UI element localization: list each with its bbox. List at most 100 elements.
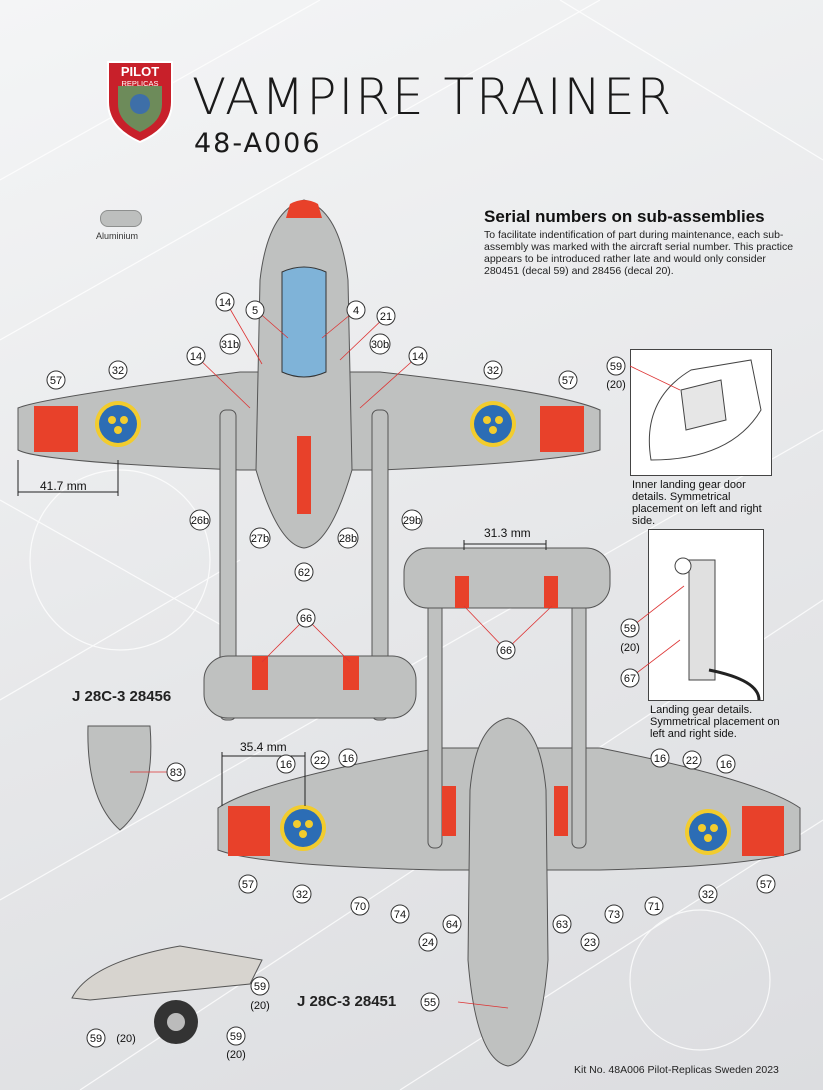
svg-text:32: 32 (487, 365, 499, 377)
callout-badge-32-top-left: 32 (108, 360, 128, 380)
logo-text-pilot: PILOT (121, 64, 159, 79)
svg-text:16: 16 (654, 753, 666, 765)
svg-text:16: 16 (342, 753, 354, 765)
callout-badge-21: 21 (376, 306, 396, 326)
svg-text:30b: 30b (371, 339, 389, 351)
callout-badge-55: 55 (420, 992, 440, 1012)
top-canopy (281, 266, 327, 378)
top-boom-right (371, 409, 389, 721)
top-fuselage-stripe (297, 436, 311, 514)
svg-text:4: 4 (353, 305, 359, 317)
aluminium-swatch (100, 210, 142, 227)
top-boom-left (219, 409, 237, 721)
callout-badge-22b: 22 (682, 750, 702, 770)
svg-text:70: 70 (354, 901, 366, 913)
svg-text:32: 32 (296, 889, 308, 901)
logo-text-replicas: REPLICAS (121, 79, 158, 88)
callout-badge-32-bottom-left: 32 (292, 884, 312, 904)
gear-detail-box (648, 529, 764, 701)
top-wing-tip-right (540, 406, 584, 452)
callout-badge-27b: 27b (249, 527, 271, 549)
svg-text:59: 59 (230, 1031, 242, 1043)
gear-detail-drawing (674, 557, 761, 701)
callout-badge-32-top-right: 32 (483, 360, 503, 380)
callout-badge-57-bottom-left: 57 (238, 874, 258, 894)
svg-text:26b: 26b (191, 515, 209, 527)
top-nose-red (286, 200, 322, 218)
svg-text:22: 22 (686, 755, 698, 767)
svg-text:14: 14 (190, 351, 202, 363)
wing-bottom-measurement: 35.4 mm (240, 740, 287, 754)
svg-text:83: 83 (170, 767, 182, 779)
svg-text:64: 64 (446, 919, 458, 931)
callout-badge-16d: 16 (716, 754, 736, 774)
svg-text:14: 14 (219, 297, 231, 309)
svg-text:14: 14 (412, 351, 424, 363)
svg-text:55: 55 (424, 997, 436, 1009)
callout-20-side-c: (20) (226, 1049, 246, 1061)
svg-text:57: 57 (50, 375, 62, 387)
note-heading: Serial numbers on sub-assemblies (484, 207, 765, 226)
svg-text:59: 59 (624, 623, 636, 635)
pilot-replicas-logo: PILOT REPLICAS (107, 61, 173, 144)
svg-text:57: 57 (242, 879, 254, 891)
callout-badge-14a: 14 (215, 292, 235, 312)
door-detail-drawing (648, 359, 762, 461)
kit-footer: Kit No. 48A006 Pilot-Replicas Sweden 202… (574, 1064, 779, 1076)
roundel-top-right (470, 401, 516, 447)
callout-badge-16c: 16 (650, 748, 670, 768)
svg-text:21: 21 (380, 311, 392, 323)
svg-text:74: 74 (394, 909, 406, 921)
callout-badge-71: 71 (644, 896, 664, 916)
callout-20-door: (20) (606, 379, 626, 391)
svg-text:16: 16 (280, 759, 292, 771)
svg-text:28b: 28b (339, 533, 357, 545)
callout-20-side-b: (20) (116, 1033, 136, 1045)
note-body: To facilitate indentification of part du… (484, 229, 794, 277)
svg-text:32: 32 (702, 889, 714, 901)
roundel-bottom-right (685, 809, 731, 855)
svg-text:31b: 31b (221, 339, 239, 351)
roundel-top-left (95, 401, 141, 447)
variant-label-1: J 28C-3 28456 (72, 688, 172, 705)
kit-code: 48-A006 (194, 128, 322, 159)
callout-badge-64: 64 (442, 914, 462, 934)
gear-detail-caption: Landing gear details. Symmetrical placem… (650, 704, 780, 740)
callout-badge-26b: 26b (189, 509, 211, 531)
top-wing-tip-left (34, 406, 78, 452)
callout-badge-59-door: 59 (606, 356, 626, 376)
callout-badge-66-bottom: 66 (496, 640, 516, 660)
gear-side-view (71, 945, 263, 1001)
svg-text:23: 23 (584, 937, 596, 949)
callout-badge-63: 63 (552, 914, 572, 934)
bottom-fuselage (467, 717, 549, 1067)
roundel-bottom-left (280, 805, 326, 851)
svg-text:66: 66 (300, 613, 312, 625)
callout-badge-24: 24 (418, 932, 438, 952)
svg-text:27b: 27b (251, 533, 269, 545)
svg-text:16: 16 (720, 759, 732, 771)
callout-badge-14b: 14 (186, 346, 206, 366)
callout-badge-16b: 16 (338, 748, 358, 768)
callout-badge-5: 5 (245, 300, 265, 320)
variant-label-2: J 28C-3 28451 (297, 993, 397, 1010)
svg-text:59: 59 (254, 981, 266, 993)
svg-text:63: 63 (556, 919, 568, 931)
svg-text:73: 73 (608, 909, 620, 921)
callout-badge-59-side-b: 59 (86, 1028, 106, 1048)
callout-badge-4: 4 (346, 300, 366, 320)
callout-badge-14c: 14 (408, 346, 428, 366)
callout-badge-23: 23 (580, 932, 600, 952)
svg-text:5: 5 (252, 305, 258, 317)
callout-20-gear: (20) (620, 642, 640, 654)
svg-text:57: 57 (760, 879, 772, 891)
callout-badge-73: 73 (604, 904, 624, 924)
bottom-wing-tip-right (742, 806, 784, 856)
callout-badge-29b: 29b (401, 509, 423, 531)
callout-badge-59-gear: 59 (620, 618, 640, 638)
svg-text:29b: 29b (403, 515, 421, 527)
callout-badge-59-side-a: 59 (250, 976, 270, 996)
